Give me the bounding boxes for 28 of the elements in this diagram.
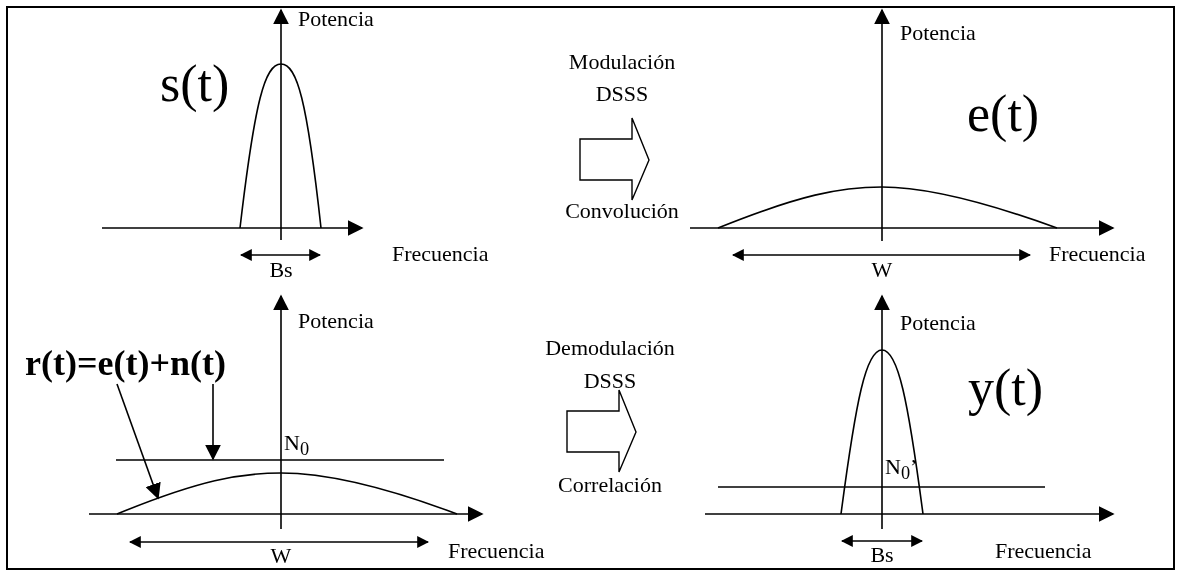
axis-label: Frecuencia [1049, 243, 1146, 265]
process-label: Demodulación [545, 337, 675, 359]
process-label: DSSS [583, 370, 637, 392]
axis-label: Frecuencia [995, 540, 1092, 562]
axis-label: Frecuencia [448, 540, 545, 562]
process-label: Modulación [568, 51, 676, 73]
leader-line [205, 383, 221, 461]
signal-label: s(t) [160, 58, 230, 110]
noise-level-label: N$_{0}$’ [885, 456, 918, 483]
noise-level-label: N$_{0}$ [284, 432, 310, 459]
axis-label: Potencia [900, 22, 976, 44]
bandwidth-label: W [871, 259, 893, 281]
leader-line [116, 383, 161, 500]
axis-label: Potencia [298, 8, 374, 30]
axis-label: Frecuencia [392, 243, 489, 265]
process-label: Correlación [558, 474, 662, 496]
process-label: DSSS [595, 83, 649, 105]
spectrum-curve [116, 472, 458, 515]
signal-label: y(t) [968, 362, 1044, 414]
bandwidth-label: Bs [269, 259, 293, 281]
signal-label: r(t)=e(t)+n(t) [25, 345, 226, 381]
axis-label: Potencia [298, 310, 374, 332]
bandwidth-label: Bs [870, 544, 894, 566]
bandwidth-label: W [270, 545, 292, 567]
signal-label: e(t) [967, 88, 1040, 140]
process-label: Convolución [565, 200, 679, 222]
axis-label: Potencia [900, 312, 976, 334]
noise-level-line [115, 459, 445, 461]
